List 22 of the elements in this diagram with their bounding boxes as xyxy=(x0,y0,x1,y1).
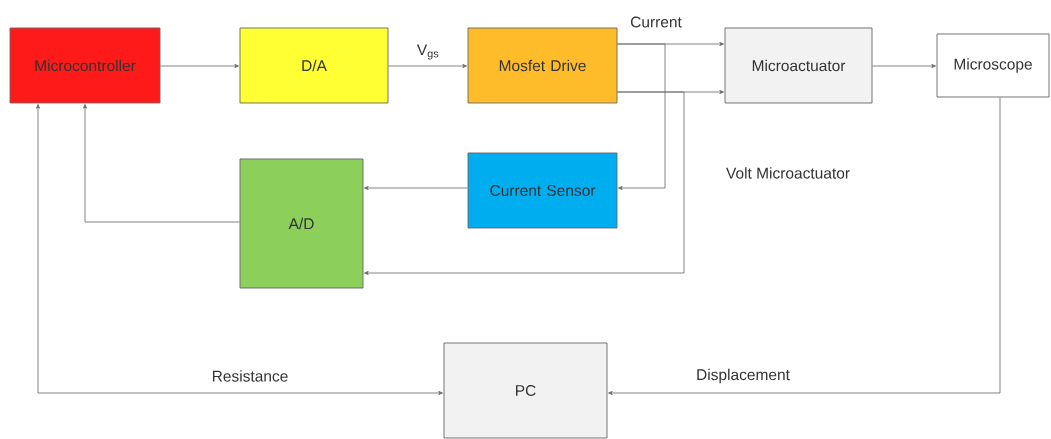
arrow xyxy=(388,64,467,68)
arrow xyxy=(83,104,240,223)
signal-label: Volt Microactuator xyxy=(726,167,850,179)
arrow xyxy=(872,64,936,68)
block-box: Microactuator xyxy=(724,27,873,104)
block-box: PC xyxy=(443,342,608,439)
block-box: Current Sensor xyxy=(467,152,618,229)
edge-label: Current xyxy=(629,15,683,29)
arrow xyxy=(617,43,666,190)
arrow xyxy=(364,186,468,190)
arrow xyxy=(36,104,443,395)
block-box: Microscope xyxy=(936,33,1050,98)
edge-label: Displacement xyxy=(695,367,791,385)
edge-label: V$_{gs}$ xyxy=(415,43,441,61)
block-box: A/D xyxy=(239,158,364,289)
arrow xyxy=(364,91,685,275)
block-box: Mosfet Drive xyxy=(467,27,618,104)
edge-label: Resistance xyxy=(210,369,290,383)
arrow xyxy=(160,64,239,68)
arrow xyxy=(608,97,1001,395)
block-box: Microcontroller xyxy=(9,27,161,104)
block-box: D/A xyxy=(239,27,389,104)
